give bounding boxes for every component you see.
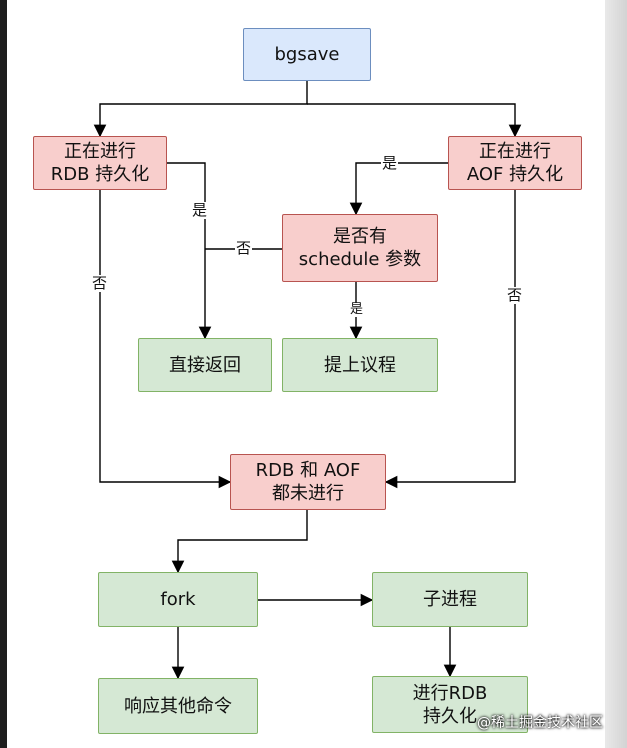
edge-label-rdb-no: 否 <box>91 274 109 292</box>
schedule-it-node: 提上议程 <box>282 338 438 392</box>
edge-label-schedule-yes: 是 <box>349 302 365 317</box>
right-frame-edge <box>605 0 627 748</box>
rdb-running-node: 正在进行 RDB 持久化 <box>33 136 167 190</box>
respond-other-node: 响应其他命令 <box>98 678 258 734</box>
has-schedule-node: 是否有 schedule 参数 <box>282 214 438 282</box>
edge-rdb-to-neither <box>99 190 232 489</box>
edge-rdb-to-return <box>167 162 212 340</box>
do-rdb-node: 进行RDB 持久化 <box>372 676 528 733</box>
edge-label-aof-yes: 是 <box>381 154 399 172</box>
neither-running-node: RDB 和 AOF 都未进行 <box>230 454 386 510</box>
child-process-node: 子进程 <box>372 572 528 627</box>
edge-label-schedule-no: 否 <box>235 239 253 257</box>
edge-aof-to-schedule <box>349 162 448 216</box>
fork-node: fork <box>98 572 258 627</box>
return-directly-node: 直接返回 <box>138 338 272 392</box>
left-frame-edge <box>0 0 7 748</box>
edge-label-aof-no: 否 <box>506 286 524 304</box>
edge-bgsave-to-rdb <box>93 81 308 138</box>
bgsave-node: bgsave <box>243 28 371 81</box>
edge-bgsave-to-aof <box>307 103 522 138</box>
aof-running-node: 正在进行 AOF 持久化 <box>448 136 582 190</box>
watermark: @稀土掘金技术社区 <box>477 715 603 731</box>
edge-neither-to-fork <box>171 510 308 574</box>
edge-label-rdb-yes: 是 <box>191 201 209 219</box>
